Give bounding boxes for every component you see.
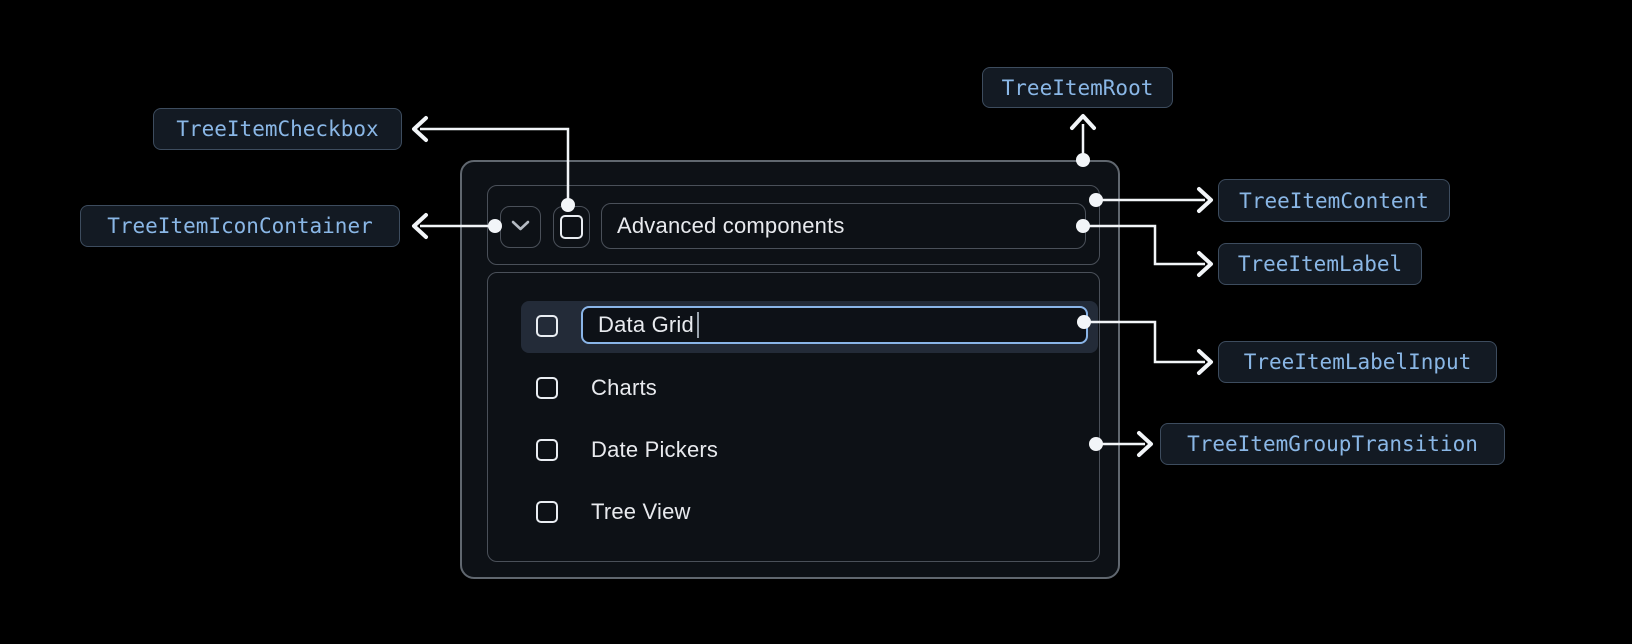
tree-item-row[interactable]: Charts	[536, 375, 657, 400]
tree-item-row[interactable]: Date Pickers	[536, 437, 719, 462]
arrowhead-up-icon	[1070, 114, 1096, 130]
tree-item-group-transition: Data Grid Charts Date Pickers Tree View	[487, 272, 1100, 562]
tree-item-editing-row[interactable]: Data Grid	[521, 301, 1098, 353]
tree-item-label: Charts	[591, 375, 657, 400]
checkbox-unchecked-icon[interactable]	[536, 315, 558, 337]
tree-item-checkbox-container[interactable]	[553, 206, 590, 248]
tree-item-label[interactable]: Advanced components	[601, 203, 1086, 249]
annotation-tree-item-label: TreeItemLabel	[1218, 243, 1422, 285]
checkbox-unchecked-icon[interactable]	[536, 377, 558, 399]
arrowhead-right-icon	[1137, 431, 1153, 457]
tree-item-label: Tree View	[591, 499, 691, 524]
checkbox-unchecked-icon[interactable]	[536, 439, 558, 461]
arrowhead-left-icon	[412, 116, 428, 142]
tree-item-label: Date Pickers	[591, 437, 719, 462]
annotation-tree-item-label-input: TreeItemLabelInput	[1218, 341, 1497, 383]
checkbox-unchecked-icon[interactable]	[560, 215, 583, 239]
arrowhead-right-icon	[1197, 187, 1213, 213]
annotation-tree-item-checkbox: TreeItemCheckbox	[153, 108, 402, 150]
parent-item-label-text: Advanced components	[617, 213, 845, 238]
annotation-tree-item-root: TreeItemRoot	[982, 67, 1173, 108]
annotation-tree-item-icon-container: TreeItemIconContainer	[80, 205, 400, 247]
expand-collapse-button[interactable]	[500, 206, 541, 248]
arrowhead-right-icon	[1197, 251, 1213, 277]
chevron-down-icon	[511, 218, 530, 236]
tree-item-row[interactable]: Tree View	[536, 499, 691, 524]
annotation-tree-item-group-transition: TreeItemGroupTransition	[1160, 423, 1505, 465]
text-cursor	[696, 312, 699, 338]
checkbox-unchecked-icon[interactable]	[536, 501, 558, 523]
label-input-value: Data Grid	[598, 312, 694, 337]
tree-item-content[interactable]: Advanced components	[487, 185, 1100, 265]
annotation-tree-item-content: TreeItemContent	[1218, 179, 1450, 222]
arrowhead-right-icon	[1197, 349, 1213, 375]
tree-item-label-input[interactable]: Data Grid	[581, 306, 1088, 344]
arrowhead-left-icon	[412, 213, 428, 239]
tree-item-root: Advanced components Data Grid Charts Dat…	[460, 160, 1120, 579]
